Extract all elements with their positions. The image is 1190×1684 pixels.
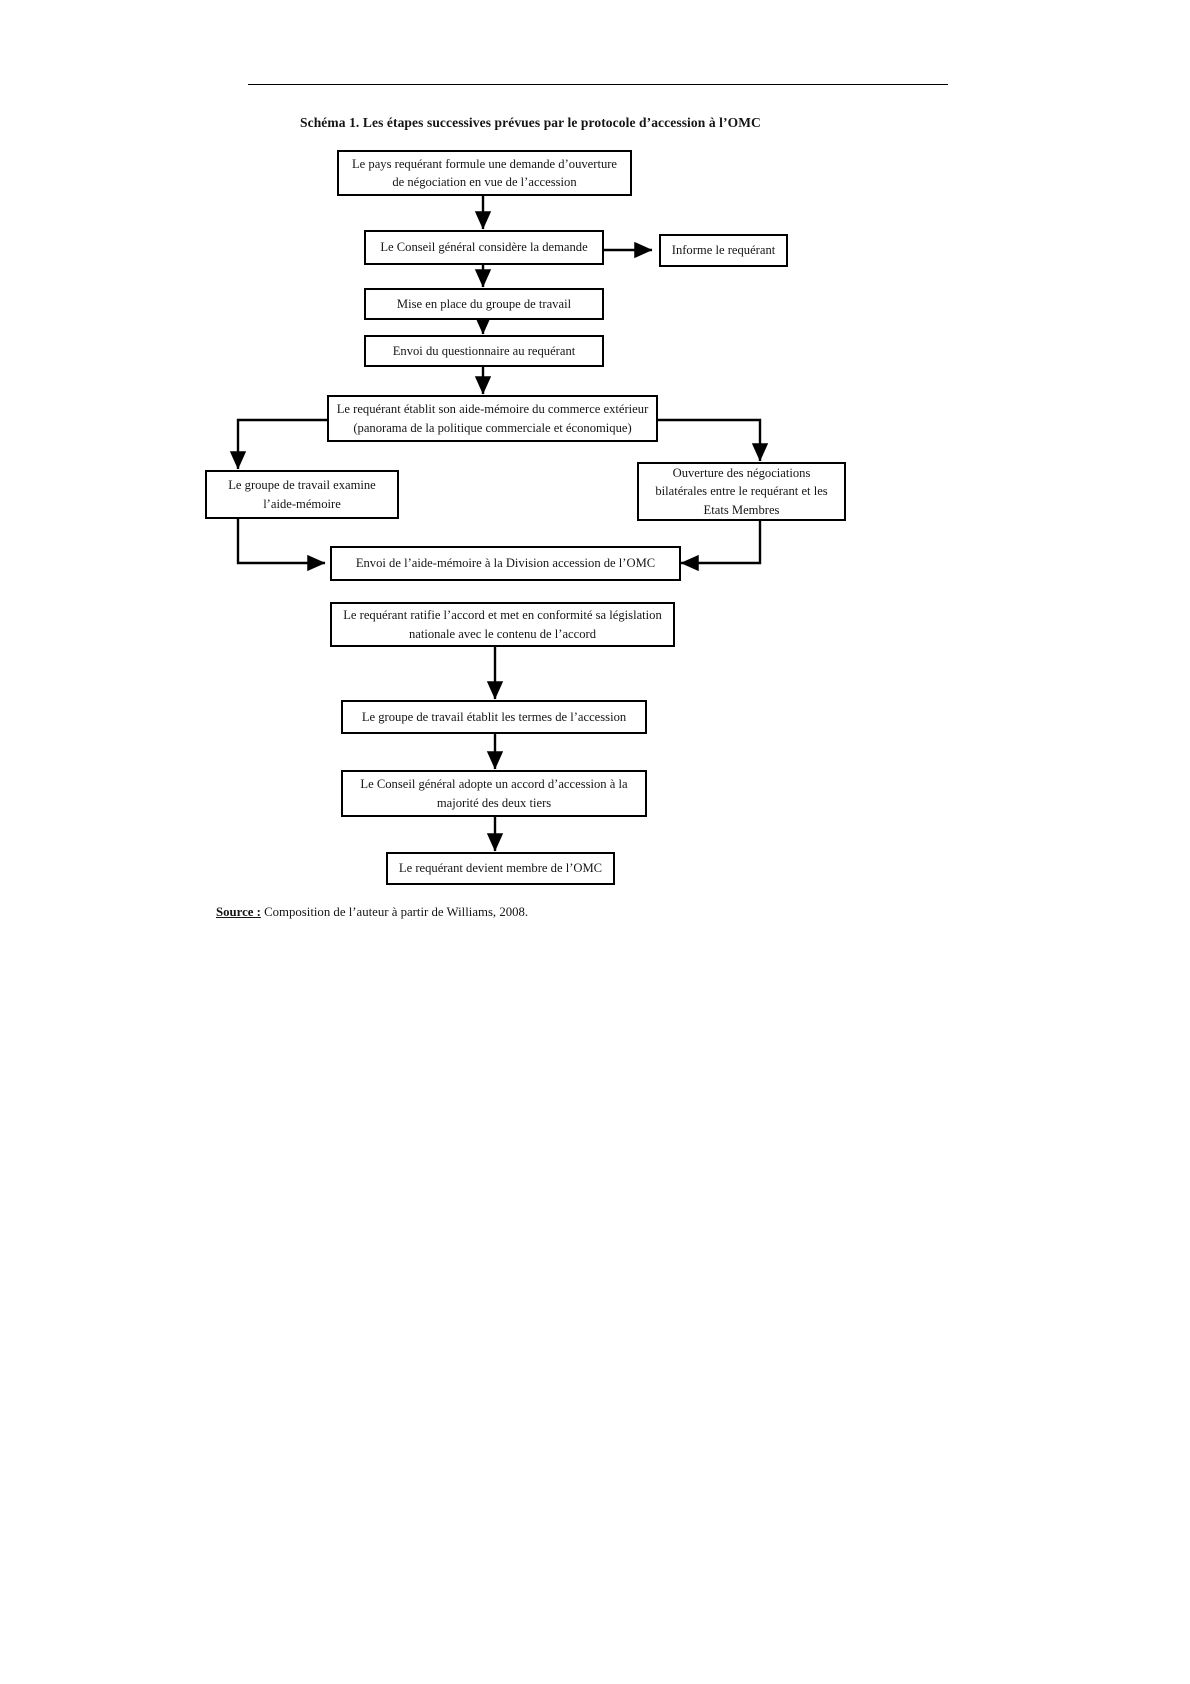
figure-title: Schéma 1. Les étapes successives prévues… (300, 115, 761, 130)
source-label: Source : (216, 905, 261, 919)
node-line: Le requérant devient membre de l’OMC (398, 861, 603, 876)
node-line: (panorama de la politique commerciale et… (353, 420, 632, 435)
node-mise-en-place-groupe: Mise en place du groupe de travail (364, 288, 604, 320)
node-demande-ouverture: Le pays requérant formule une demande d’… (337, 150, 632, 196)
node-ouverture-negociations: Ouverture des négociations bilatérales e… (637, 462, 846, 521)
flowchart: Le pays requérant formule une demande d’… (205, 150, 846, 885)
node-line: Le pays requérant formule une demande d’… (351, 156, 618, 171)
node-ratification-accord: Le requérant ratifie l’accord et met en … (330, 602, 675, 647)
node-groupe-travail-examine: Le groupe de travail examine l’aide-mémo… (205, 470, 399, 519)
node-adoption-accord: Le Conseil général adopte un accord d’ac… (341, 770, 647, 817)
node-termes-accession: Le groupe de travail établit les termes … (341, 700, 647, 734)
source-text: Composition de l’auteur à partir de Will… (260, 905, 529, 919)
node-line: Envoi du questionnaire au requérant (392, 343, 576, 358)
node-line: bilatérales entre le requérant et les (655, 484, 828, 499)
node-aide-memoire-commerce: Le requérant établit son aide-mémoire du… (327, 395, 658, 442)
node-conseil-general-considere: Le Conseil général considère la demande (364, 230, 604, 265)
node-line: Le requérant établit son aide-mémoire du… (336, 402, 649, 417)
node-line: Le groupe de travail établit les termes … (361, 709, 627, 724)
node-line: Ouverture des négociations (672, 466, 811, 481)
node-line: Etats Membres (703, 502, 780, 517)
header-rule (248, 84, 948, 85)
node-membre-omc: Le requérant devient membre de l’OMC (386, 852, 615, 885)
node-line: Le Conseil général adopte un accord d’ac… (360, 777, 628, 792)
node-line: Le groupe de travail examine (228, 478, 376, 493)
node-line: de négociation en vue de l’accession (392, 175, 577, 189)
node-line: Envoi de l’aide-mémoire à la Division ac… (355, 556, 656, 571)
node-envoi-questionnaire: Envoi du questionnaire au requérant (364, 335, 604, 367)
source-note: Source : Composition de l’auteur à parti… (216, 905, 528, 920)
node-envoi-division-accession: Envoi de l’aide-mémoire à la Division ac… (330, 546, 681, 581)
node-line: Le Conseil général considère la demande (380, 240, 588, 255)
node-line: l’aide-mémoire (263, 496, 341, 511)
node-line: majorité des deux tiers (436, 795, 552, 810)
node-line: Le requérant ratifie l’accord et met en … (343, 608, 662, 623)
node-informe-requerant: Informe le requérant (659, 234, 788, 267)
node-line: Informe le requérant (671, 243, 776, 258)
node-line: Mise en place du groupe de travail (396, 296, 572, 311)
node-line: nationale avec le contenu de l’accord (408, 626, 597, 641)
